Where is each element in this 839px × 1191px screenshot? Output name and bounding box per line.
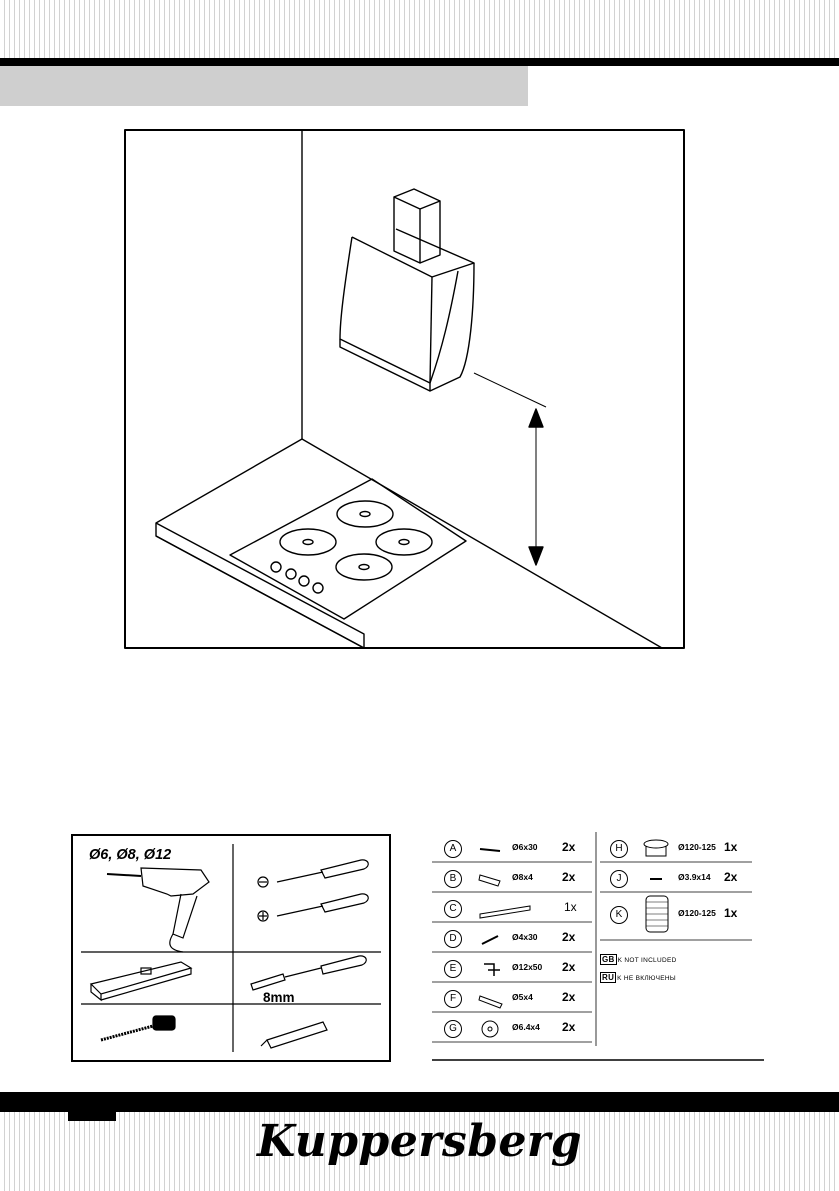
drill-icon: [106, 867, 210, 953]
flat-screwdriver-icon: [257, 859, 369, 888]
hook-bolt-icon: [484, 963, 500, 976]
hob-icon: [229, 478, 467, 620]
wall-plug-icon: [478, 874, 501, 887]
range-hood-icon: [339, 188, 475, 392]
list-item: B Ø8x4 2x: [430, 864, 596, 894]
hood-installation-illustration: [124, 129, 685, 649]
footer-stripes: [0, 1112, 839, 1191]
screw-icon: [479, 848, 501, 852]
list-item: E Ø12x50 2x: [430, 954, 596, 984]
washer-icon: [481, 1020, 499, 1038]
nut-driver-icon: [250, 955, 367, 991]
flange-icon: [643, 839, 669, 857]
footer-bar: [0, 1092, 839, 1112]
phillips-screwdriver-icon: [257, 893, 369, 922]
small-screw-icon: [650, 878, 662, 880]
spirit-level-icon: [89, 961, 193, 1002]
plug-icon: [478, 995, 503, 1009]
flexible-duct-icon: [645, 895, 669, 933]
parts-list-panel: A Ø6x30 2x B Ø8x4 2x C 1x D Ø4x30 2x E Ø…: [430, 830, 766, 1066]
list-item: C 1x: [430, 894, 596, 924]
section-title-band: [0, 66, 528, 106]
required-tools-panel: Ø6, Ø8, Ø12 8mm: [71, 834, 391, 1062]
bracket-icon: [479, 905, 531, 919]
pencil-icon: [260, 1021, 328, 1049]
page-tab: [68, 1112, 116, 1121]
list-item: H Ø120-125 1x: [596, 834, 766, 864]
list-item: D Ø4x30 2x: [430, 924, 596, 954]
list-item: J Ø3.9x14 2x: [596, 864, 766, 894]
list-item: A Ø6x30 2x: [430, 834, 596, 864]
list-item: G Ø6.4x4 2x: [430, 1014, 596, 1044]
header-stripes: [0, 0, 839, 58]
nut-driver-size-label: 8mm: [263, 990, 295, 1005]
header-bar: [0, 58, 839, 66]
drill-size-label: Ø6, Ø8, Ø12: [89, 847, 172, 863]
list-item: F Ø5x4 2x: [430, 984, 596, 1014]
tape-measure-icon: [100, 1015, 176, 1042]
list-item: K Ø120-125 1x: [596, 895, 766, 933]
brand-logo: Kuppersberg: [257, 1116, 582, 1167]
screw-icon: [481, 935, 499, 945]
